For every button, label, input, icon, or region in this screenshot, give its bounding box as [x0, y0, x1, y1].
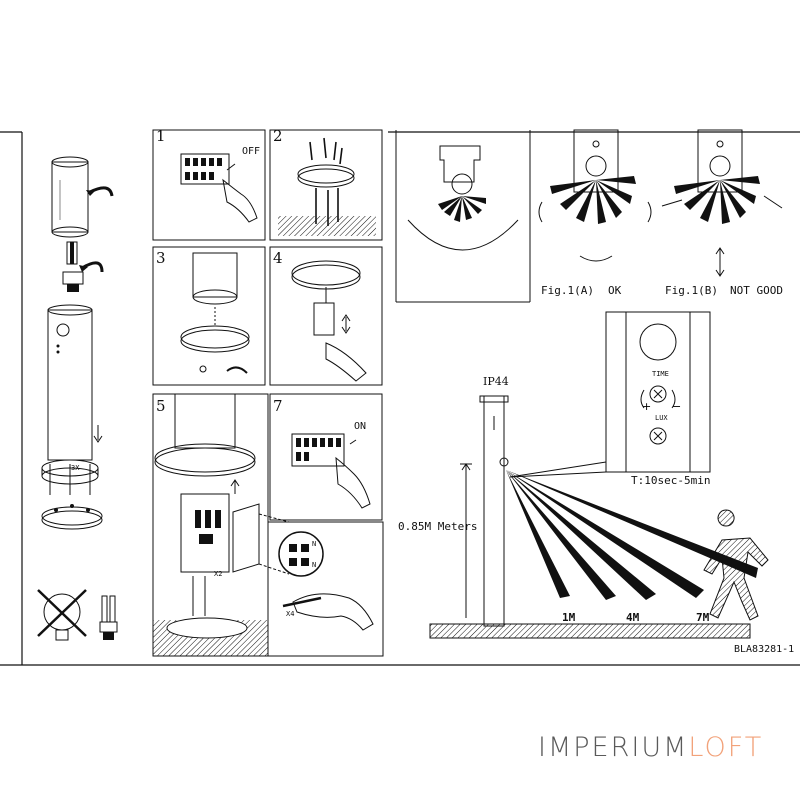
- step-4-number: 4: [273, 249, 283, 267]
- fig-1b-label: Fig.1(B): [665, 284, 718, 297]
- step-3-panel: [152, 246, 266, 386]
- time-label: TIME: [652, 370, 669, 378]
- step-2-number: 2: [273, 127, 283, 145]
- ok-label: OK: [608, 284, 622, 297]
- not-good-label: NOT GOOD: [730, 284, 783, 297]
- step-2-panel: [269, 129, 383, 241]
- sensor-angle-diagrams: [395, 129, 783, 303]
- ip-rating-label: IP44: [483, 375, 509, 388]
- step-4-panel: [269, 246, 383, 386]
- terminal-n-lower-label: N: [312, 561, 317, 569]
- step-1-panel: [152, 129, 266, 241]
- svg-text:+: +: [642, 400, 651, 413]
- exploded-post-illustration: [37, 156, 118, 641]
- screws-3x-label: 3X: [71, 464, 80, 472]
- on-label: ON: [354, 421, 367, 432]
- step-5-panel: [152, 393, 384, 657]
- lux-label: LUX: [655, 414, 668, 422]
- x2-label: X2: [214, 570, 223, 578]
- x4-label: X4: [286, 610, 295, 618]
- model-code-label: BLA83281-1: [734, 644, 795, 655]
- timer-range-label: T:10sec-5min: [631, 474, 711, 487]
- height-label: 0.85M Meters: [398, 520, 478, 533]
- distance-4m-label: 4M: [626, 611, 640, 624]
- step-7-number: 7: [273, 397, 283, 415]
- brand-part-2: LOFT: [688, 732, 764, 763]
- step-3-number: 3: [156, 249, 166, 267]
- terminal-n-upper-label: N: [312, 540, 317, 548]
- detection-range-diagram: + −: [429, 311, 769, 639]
- svg-text:−: −: [672, 400, 681, 413]
- off-label: OFF: [242, 146, 261, 157]
- step-7-panel: [269, 393, 383, 521]
- step-1-number: 1: [156, 127, 166, 145]
- distance-1m-label: 1M: [562, 611, 576, 624]
- brand-part-1: IMPERIUM: [538, 732, 689, 763]
- distance-7m-label: 7M: [696, 611, 710, 624]
- step-5-number: 5: [156, 397, 166, 415]
- fig-1a-label: Fig.1(A): [541, 284, 594, 297]
- brand-watermark: IMPERIUMLOFT: [538, 732, 763, 763]
